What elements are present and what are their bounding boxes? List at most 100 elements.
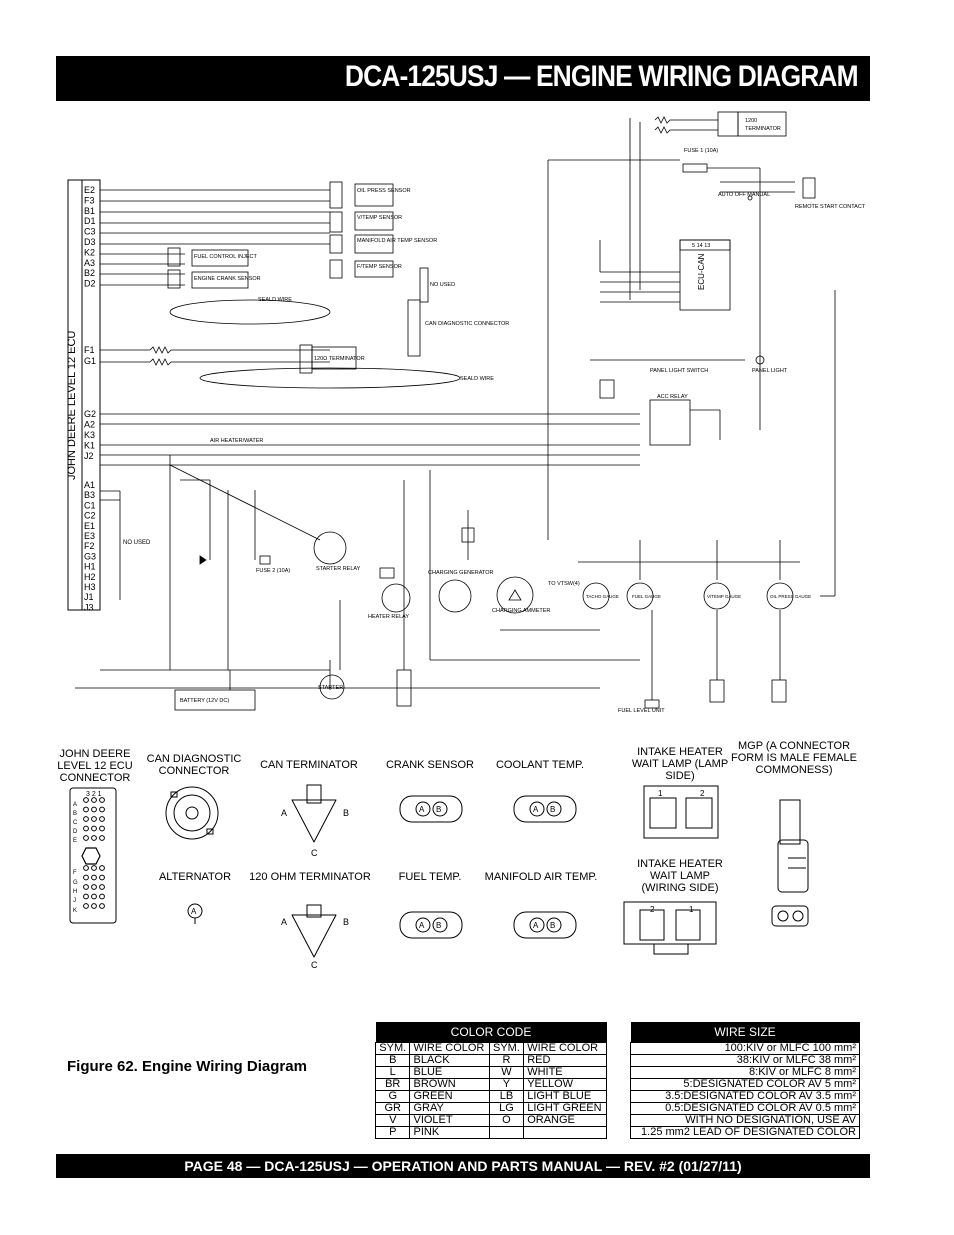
ecu-wires xyxy=(100,189,640,600)
svg-text:STARTER: STARTER xyxy=(318,685,343,691)
label-jd-ecu: JOHN DEERE LEVEL 12 ECU CONNECTOR xyxy=(57,748,133,784)
gauge-labels: TACHO GAUGE FUEL GAUGE V/TEMP GAUGE OIL … xyxy=(586,594,811,599)
svg-text:C: C xyxy=(311,960,318,970)
svg-text:3 2 1: 3 2 1 xyxy=(86,791,102,798)
jd-pin xyxy=(91,797,97,803)
svg-text:B: B xyxy=(343,808,349,818)
svg-text:V/TEMP GAUGE: V/TEMP GAUGE xyxy=(707,594,741,599)
table-cell: 8:KIV or MLFC 8 mm² xyxy=(630,1066,860,1079)
table-cell: 38:KIV or MLFC 38 mm² xyxy=(630,1054,860,1067)
table-row: 38:KIV or MLFC 38 mm² xyxy=(630,1054,860,1067)
svg-text:B: B xyxy=(436,805,441,814)
ecu-pin: H3 xyxy=(84,582,96,592)
jd-pin xyxy=(91,884,97,890)
jd-pin xyxy=(83,884,89,890)
table-cell: GRAY xyxy=(409,1102,490,1115)
ecu-pin: C1 xyxy=(84,500,96,510)
ecu-pin: G2 xyxy=(84,409,96,419)
jd-pin xyxy=(83,835,89,841)
ecu-pin: G3 xyxy=(84,551,96,561)
table-cell: 100:KIV or MLFC 100 mm² xyxy=(630,1042,860,1055)
table-cell: 5:DESIGNATED COLOR AV 5 mm² xyxy=(630,1078,860,1091)
ecu-pin: F3 xyxy=(84,195,95,205)
ecu-pin: G1 xyxy=(84,356,96,366)
jd-pin xyxy=(83,806,89,813)
table-cell: R xyxy=(488,1054,525,1067)
table-cell: LB xyxy=(488,1090,525,1103)
table-cell: BLUE xyxy=(409,1066,490,1079)
svg-text:BATTERY (12V DC): BATTERY (12V DC) xyxy=(180,698,229,704)
ecu-pin: D3 xyxy=(84,237,96,247)
table-cell: GREEN xyxy=(409,1090,490,1103)
svg-text:5 14 13: 5 14 13 xyxy=(692,243,710,249)
svg-text:B: B xyxy=(73,811,77,817)
table-row: 100:KIV or MLFC 100 mm² xyxy=(630,1042,860,1055)
svg-text:FUSE 2 (10A): FUSE 2 (10A) xyxy=(256,568,290,574)
svg-text:A: A xyxy=(73,802,77,808)
color-code-header: SYM. xyxy=(374,1042,411,1055)
ecu-pin: C3 xyxy=(84,227,96,237)
svg-text:A: A xyxy=(281,808,287,818)
svg-text:PANEL LIGHT SWITCH: PANEL LIGHT SWITCH xyxy=(650,368,708,374)
ecu-pin: A3 xyxy=(84,258,95,268)
ecu-label: JOHN DEERE LEVEL 12 ECU xyxy=(66,331,78,480)
connector-pictograms xyxy=(69,784,809,958)
svg-text:SEALD WIRE: SEALD WIRE xyxy=(258,297,292,303)
color-code-title: COLOR CODE xyxy=(375,1022,607,1043)
figure-caption: Figure 62. Engine Wiring Diagram xyxy=(67,1058,307,1075)
title-bar: DCA-125USJ — ENGINE WIRING DIAGRAM xyxy=(56,56,870,101)
svg-text:2: 2 xyxy=(700,789,705,798)
table-cell: GR xyxy=(374,1102,411,1115)
label-mgp: MGP (A CONNECTOR FORM IS MALE FEMALE COM… xyxy=(731,740,857,776)
table-cell: B xyxy=(374,1054,411,1067)
jd-pin xyxy=(99,884,105,890)
jd-pin xyxy=(91,903,97,909)
label-120ohm: 120 OHM TERMINATOR xyxy=(249,871,371,883)
ecu-pin: K1 xyxy=(84,441,95,451)
label-coolant: COOLANT TEMP. xyxy=(495,759,585,771)
jd-pin xyxy=(99,893,105,900)
svg-text:NO USED: NO USED xyxy=(430,282,455,288)
svg-text:D: D xyxy=(73,829,78,835)
svg-text:B: B xyxy=(550,921,555,930)
jd-pin xyxy=(83,865,89,871)
jd-pin xyxy=(83,825,89,832)
svg-text:V/TEMP SENSOR: V/TEMP SENSOR xyxy=(357,215,402,221)
color-code-header: WIRE COLOR xyxy=(409,1042,490,1055)
jd-pin xyxy=(91,893,97,900)
jd-pin xyxy=(99,825,105,832)
ecu-pin: C2 xyxy=(84,511,96,521)
table-row: 5:DESIGNATED COLOR AV 5 mm² xyxy=(630,1078,860,1091)
top-right-circuit xyxy=(547,111,816,540)
svg-text:C: C xyxy=(73,820,78,826)
svg-text:120Ω TERMINATOR: 120Ω TERMINATOR xyxy=(314,356,365,362)
gauges xyxy=(578,290,836,709)
ecu-pin: E3 xyxy=(84,531,95,541)
jd-pin xyxy=(91,816,97,822)
svg-text:1: 1 xyxy=(658,789,663,798)
table-row: 0.5:DESIGNATED COLOR AV 0.5 mm² xyxy=(630,1102,860,1115)
table-row: 8:KIV or MLFC 8 mm² xyxy=(630,1066,860,1079)
svg-text:CAN DIAGNOSTIC CONNECTOR: CAN DIAGNOSTIC CONNECTOR xyxy=(425,321,509,327)
svg-text:OIL PRESS SENSOR: OIL PRESS SENSOR xyxy=(357,188,411,194)
ecu-pin: B3 xyxy=(84,490,95,500)
ecu-pins: E2F3B1D1C3D3K2A3B2D2F1G1G2A2K3K1J2A1B3C1… xyxy=(84,185,96,612)
table-cell: O xyxy=(488,1114,525,1127)
svg-text:AUTO OFF MANUAL: AUTO OFF MANUAL xyxy=(718,192,770,198)
table-cell: L xyxy=(374,1066,411,1079)
svg-text:CHARGING AMMETER: CHARGING AMMETER xyxy=(492,608,550,614)
ecu-pin: D1 xyxy=(84,216,96,226)
ecu-pin: D2 xyxy=(84,279,96,289)
jd-pin xyxy=(91,806,97,813)
svg-text:A: A xyxy=(533,805,539,814)
jd-pin xyxy=(99,874,105,881)
label-manifold-air: MANIFOLD AIR TEMP. xyxy=(484,871,598,883)
ecu-pin: E2 xyxy=(84,185,95,195)
